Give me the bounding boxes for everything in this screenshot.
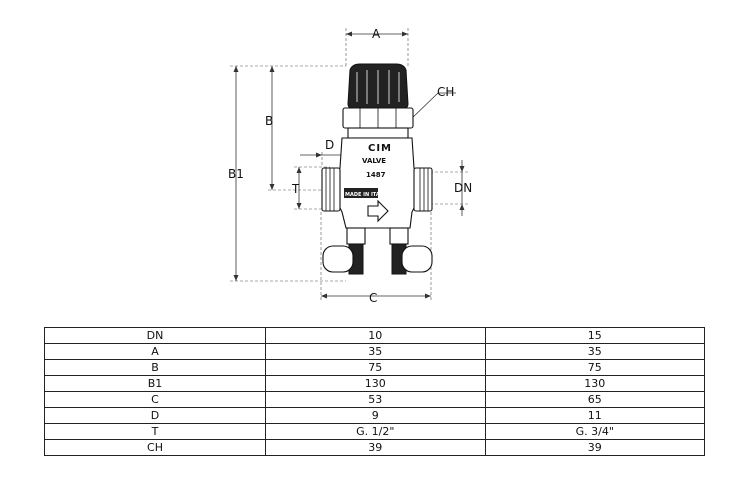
origin-mark: MADE IN ITALY: [345, 192, 386, 198]
dimension-t: T: [291, 166, 330, 210]
dimension-b1: B1: [228, 65, 346, 282]
model-line-valve: VALVE: [362, 157, 386, 165]
row-label: B1: [44, 375, 266, 392]
label-c: C: [369, 291, 377, 305]
value-dn15: G. 3/4": [484, 423, 705, 440]
value-dn15: 35: [484, 343, 705, 360]
value-dn10: 130: [265, 375, 486, 392]
model-number: 1487: [366, 171, 386, 179]
row-label: A: [44, 343, 266, 360]
brand-mark: CIM: [368, 143, 392, 154]
valve-body: [321, 63, 433, 275]
label-b1: B1: [228, 167, 244, 181]
value-dn15: 75: [484, 359, 705, 376]
value-dn15: 15: [484, 327, 705, 344]
value-dn15: 130: [484, 375, 705, 392]
value-dn15: 65: [484, 391, 705, 408]
label-dn: DN: [454, 181, 472, 195]
value-dn10: 9: [265, 407, 486, 424]
label-b: B: [265, 114, 273, 128]
label-a: A: [372, 27, 381, 41]
valve-technical-drawing: A B1 B T D: [228, 27, 472, 305]
label-d: D: [325, 138, 334, 152]
value-dn15: 11: [484, 407, 705, 424]
value-dn10: 75: [265, 359, 486, 376]
dimension-c: C: [320, 212, 432, 305]
dimension-dn: DN: [430, 160, 472, 216]
row-label: DN: [44, 327, 266, 344]
row-label: D: [44, 407, 266, 424]
row-label: T: [44, 423, 266, 440]
dimension-a: A: [345, 27, 409, 68]
dimension-ch: CH: [408, 85, 456, 122]
label-t: T: [291, 182, 300, 196]
value-dn15: 39: [484, 439, 705, 456]
value-dn10: G. 1/2": [265, 423, 486, 440]
value-dn10: 35: [265, 343, 486, 360]
row-label: CH: [44, 439, 266, 456]
value-dn10: 53: [265, 391, 486, 408]
value-dn10: 10: [265, 327, 486, 344]
value-dn10: 39: [265, 439, 486, 456]
label-ch: CH: [437, 85, 454, 99]
row-label: B: [44, 359, 266, 376]
row-label: C: [44, 391, 266, 408]
